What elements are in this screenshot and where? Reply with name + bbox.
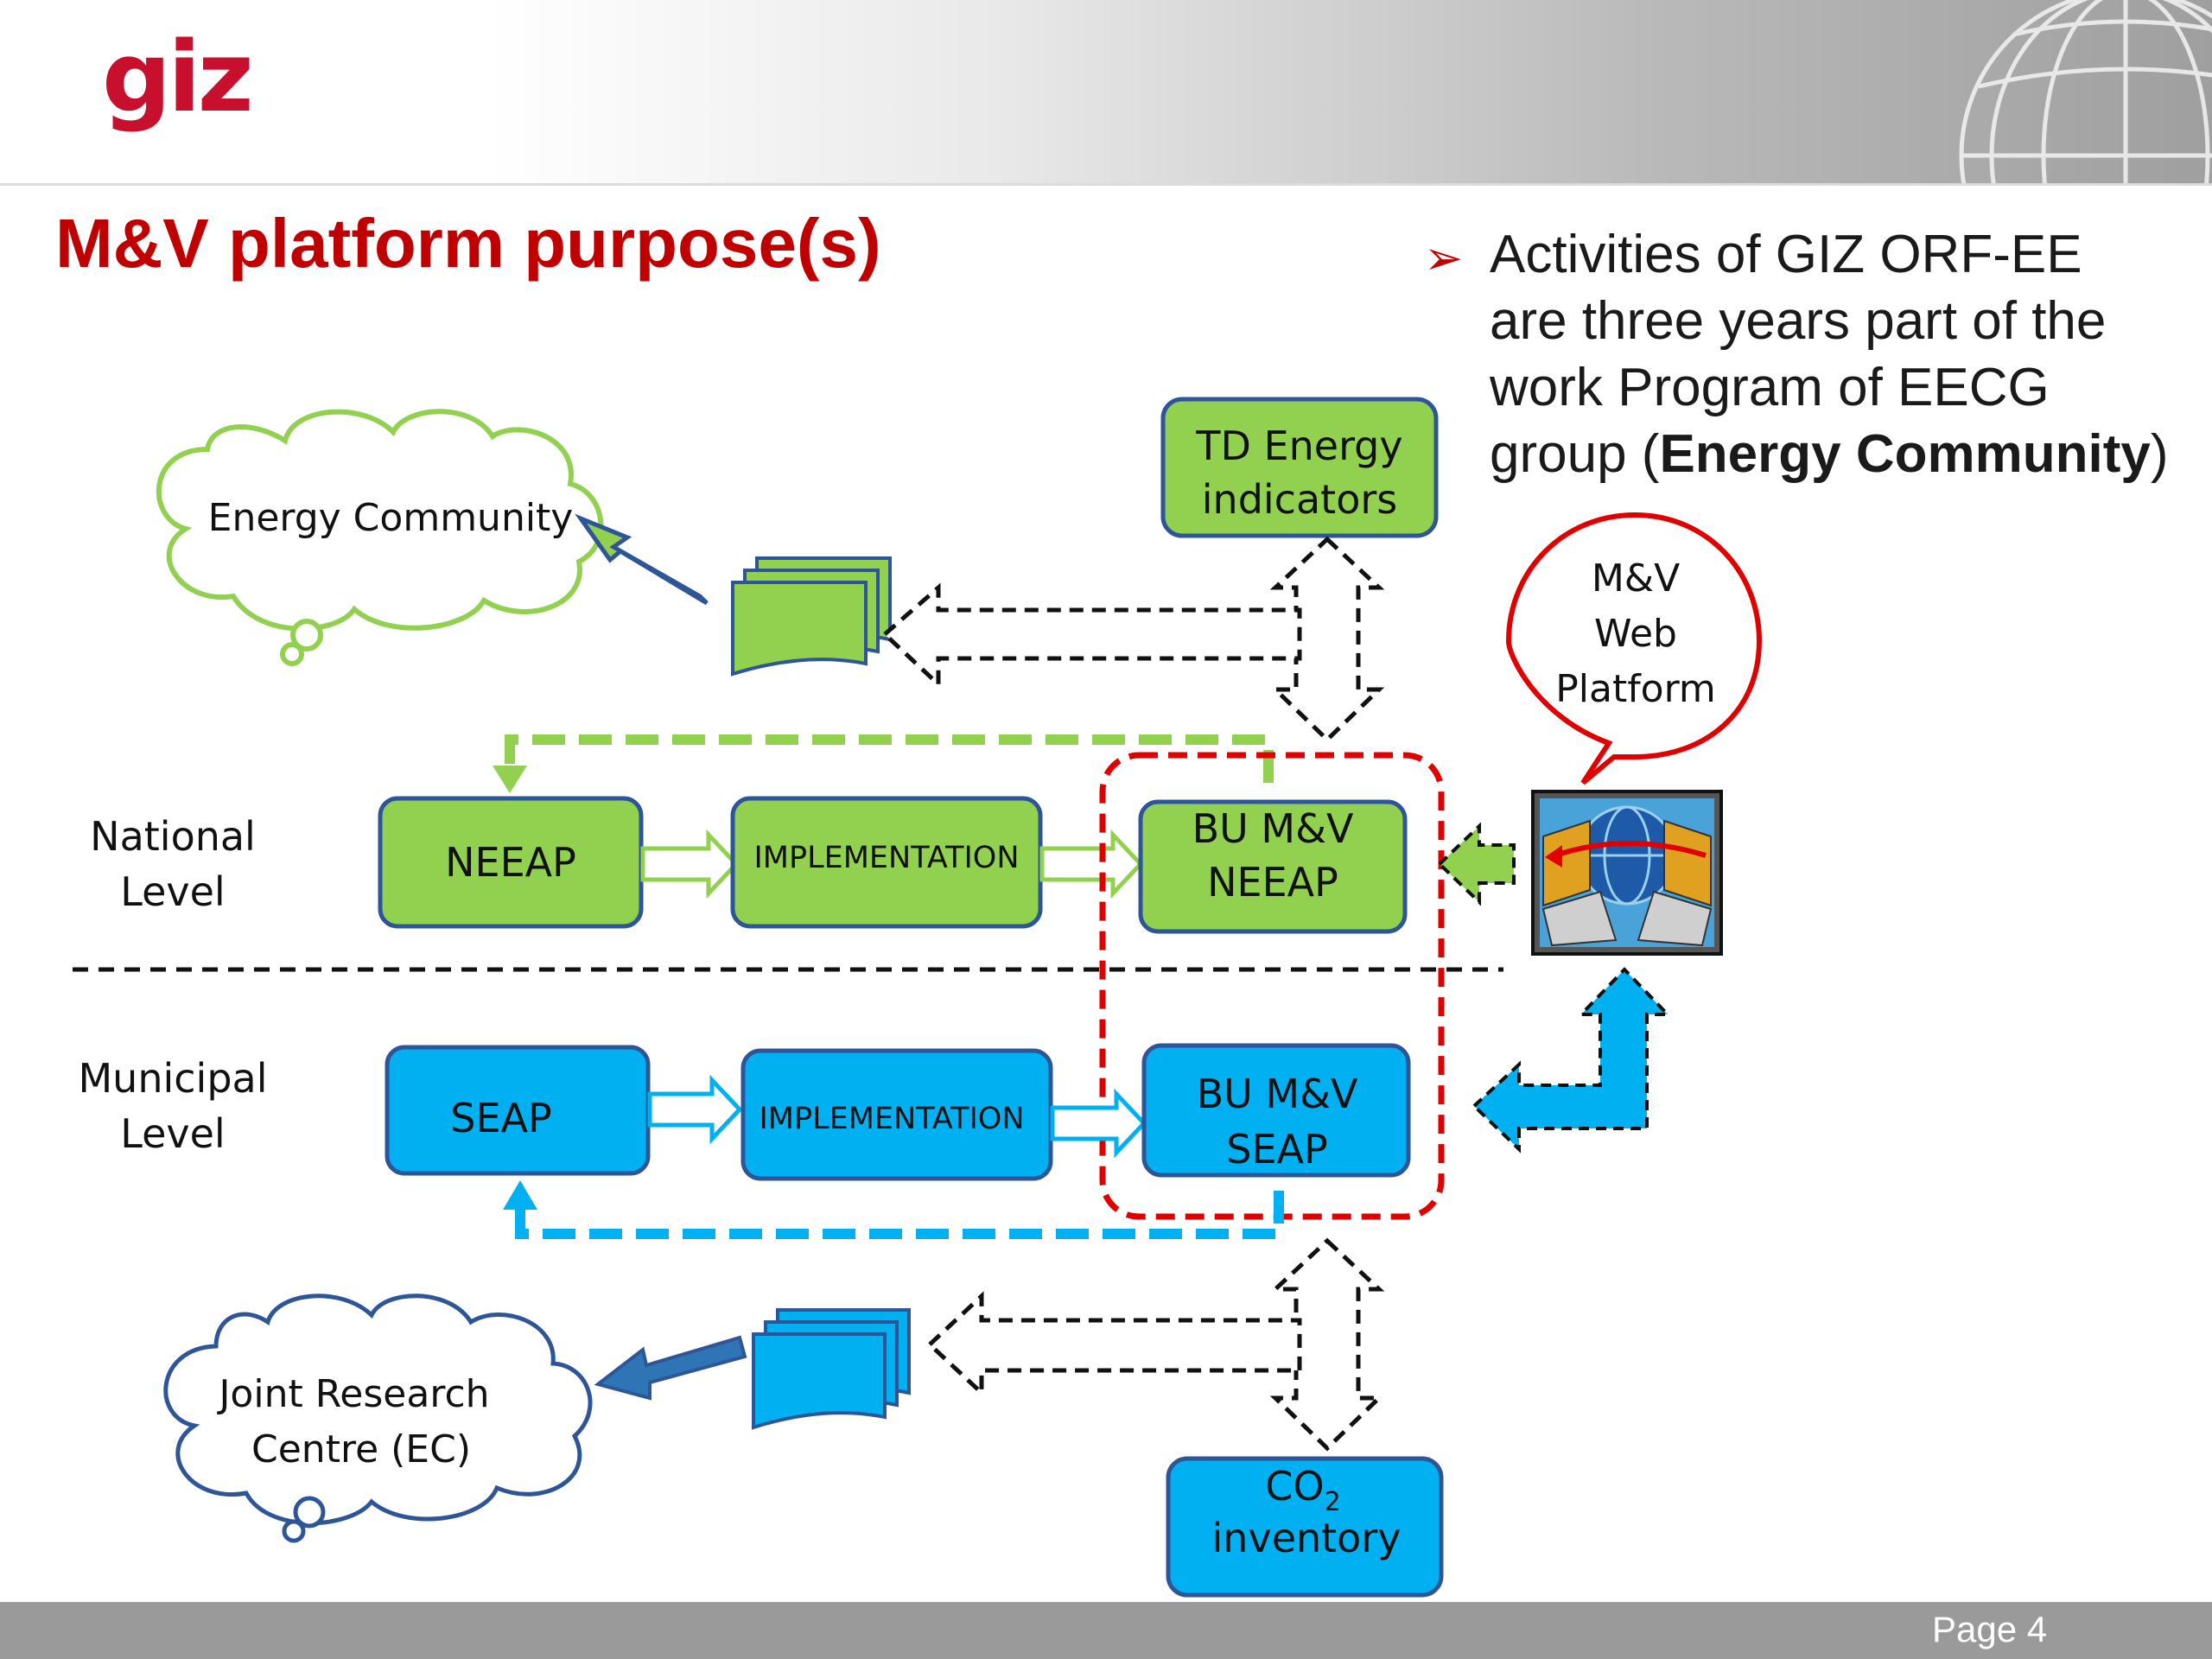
cloud-label: Joint Research bbox=[216, 1372, 489, 1416]
co2-subscript: 2 bbox=[1325, 1487, 1341, 1517]
dashed-horizontal-double-arrow-bottom bbox=[926, 1291, 1302, 1398]
hollow-arrow-green bbox=[640, 829, 740, 899]
municipal-level-label: Level bbox=[120, 1110, 225, 1157]
page-title: M&V platform purpose(s) bbox=[55, 205, 881, 282]
box-label: TD Energy bbox=[1195, 423, 1402, 469]
blue-feedback-arrowhead bbox=[503, 1180, 537, 1210]
joint-research-centre-cloud: Joint Research Centre (EC) bbox=[163, 1294, 593, 1543]
bubble-label: M&V bbox=[1592, 556, 1680, 601]
green-feedback-dashed-arrow bbox=[505, 734, 1274, 783]
box-label: NEEAP bbox=[1207, 859, 1338, 906]
header-band: giz bbox=[0, 0, 2212, 186]
implementation-national-box: IMPLEMENTATION bbox=[730, 796, 1043, 929]
box-label: NEEAP bbox=[445, 839, 576, 886]
box-label: indicators bbox=[1202, 476, 1397, 523]
footer-bar: Page 4 bbox=[0, 1602, 2212, 1659]
energy-community-cloud: Energy Community bbox=[156, 409, 604, 666]
blue-feedback-dashed-arrow bbox=[515, 1191, 1284, 1239]
red-dashed-boundary bbox=[1099, 752, 1445, 1220]
box-label: inventory bbox=[1212, 1515, 1402, 1561]
bullet-text-emphasis: Energy Community bbox=[1659, 424, 2151, 484]
bubble-label: Web bbox=[1594, 612, 1677, 656]
dashed-vertical-double-arrow-bottom bbox=[1269, 1237, 1385, 1452]
box-label: IMPLEMENTATION bbox=[759, 1102, 1024, 1136]
td-energy-indicators-box: TD Energy indicators bbox=[1160, 397, 1439, 538]
hollow-arrow-blue bbox=[647, 1074, 743, 1145]
cloud-label: Centre (EC) bbox=[251, 1427, 471, 1471]
page-number: Page 4 bbox=[1932, 1609, 2048, 1649]
bu-mv-neeap-box: BU M&V NEEAP bbox=[1138, 799, 1408, 934]
seap-box: SEAP bbox=[385, 1045, 651, 1176]
blue-bent-double-arrow bbox=[1471, 967, 1672, 1154]
cloud-label: Energy Community bbox=[208, 496, 574, 540]
hollow-arrow-blue bbox=[1050, 1088, 1147, 1159]
web-platform-icon bbox=[1531, 790, 1723, 956]
dashed-vertical-double-arrow-top bbox=[1269, 536, 1385, 743]
neeap-box: NEEAP bbox=[378, 796, 644, 929]
green-dashed-arrow-left bbox=[1437, 822, 1516, 906]
box-label: CO2 bbox=[1265, 1463, 1340, 1517]
implementation-municipal-box: IMPLEMENTATION bbox=[741, 1048, 1053, 1181]
bullet-text-fragment: group ( bbox=[1490, 424, 1660, 484]
document-stack-blue bbox=[752, 1308, 911, 1430]
bullet-line: are three years part of the bbox=[1490, 291, 2107, 351]
globe-icon bbox=[1959, 0, 2212, 183]
bu-mv-seap-box: BU M&V SEAP bbox=[1141, 1043, 1411, 1178]
bullet-line: work Program of EECG bbox=[1490, 358, 2050, 417]
arrow-bullet-icon: ➢ bbox=[1424, 231, 1464, 285]
box-label: SEAP bbox=[1226, 1126, 1327, 1173]
bubble-label: Platform bbox=[1555, 667, 1716, 711]
box-label: BU M&V bbox=[1192, 805, 1354, 852]
mv-web-platform-speech-bubble: M&V Web Platform bbox=[1505, 512, 1763, 785]
box-label: IMPLEMENTATION bbox=[753, 841, 1019, 875]
national-level-label: Level bbox=[120, 868, 225, 915]
hollow-arrow-green bbox=[1039, 829, 1144, 899]
national-level-label: National bbox=[90, 813, 256, 860]
bullet-line: group (Energy Community) bbox=[1490, 421, 2212, 487]
bullet-line: Activities of GIZ ORF-EE bbox=[1490, 225, 2082, 284]
document-stack-green bbox=[731, 556, 892, 677]
green-arrow-to-cloud bbox=[575, 513, 709, 606]
giz-logo: giz bbox=[102, 22, 254, 134]
bullet-text-fragment: ) bbox=[2150, 424, 2169, 484]
box-label: BU M&V bbox=[1197, 1071, 1358, 1117]
box-label: SEAP bbox=[450, 1095, 551, 1141]
bullet-text: Activities of GIZ ORF-EE are three years… bbox=[1490, 221, 2212, 487]
blue-arrow-to-cloud bbox=[594, 1335, 747, 1401]
green-feedback-arrowhead bbox=[493, 766, 527, 793]
municipal-level-label: Municipal bbox=[78, 1055, 267, 1102]
dashed-horizontal-double-arrow-top bbox=[881, 582, 1302, 690]
co2-inventory-box: CO2 inventory bbox=[1166, 1456, 1444, 1598]
co2-text: CO bbox=[1265, 1463, 1324, 1510]
